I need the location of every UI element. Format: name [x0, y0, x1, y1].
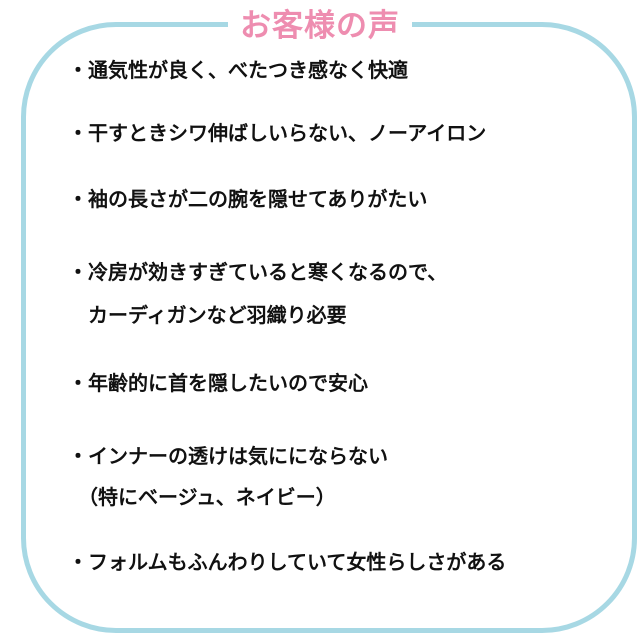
- comment-3: ・袖の長さが二の腕を隠せてありがたい: [68, 187, 428, 211]
- comment-7: ・フォルムもふんわりしていて女性らしさがある: [68, 550, 507, 574]
- comment-2: ・干すときシワ伸ばしいらない、ノーアイロン: [68, 121, 487, 145]
- comment-4-line-1: ・冷房が効きすぎていると寒くなるので、: [68, 260, 448, 284]
- comment-4-line-2: カーディガンなど羽織り必要: [68, 303, 347, 327]
- comment-6-line-1: ・インナーの透けは気ににならない: [68, 444, 388, 468]
- comment-5: ・年齢的に首を隠したいので安心: [68, 371, 368, 395]
- rounded-frame: [21, 22, 637, 633]
- comment-1: ・通気性が良く、べたつき感なく快適: [68, 58, 408, 82]
- section-title: お客様の声: [228, 6, 412, 46]
- comment-6-line-2: （特にベージュ、ネイビー）: [68, 485, 336, 509]
